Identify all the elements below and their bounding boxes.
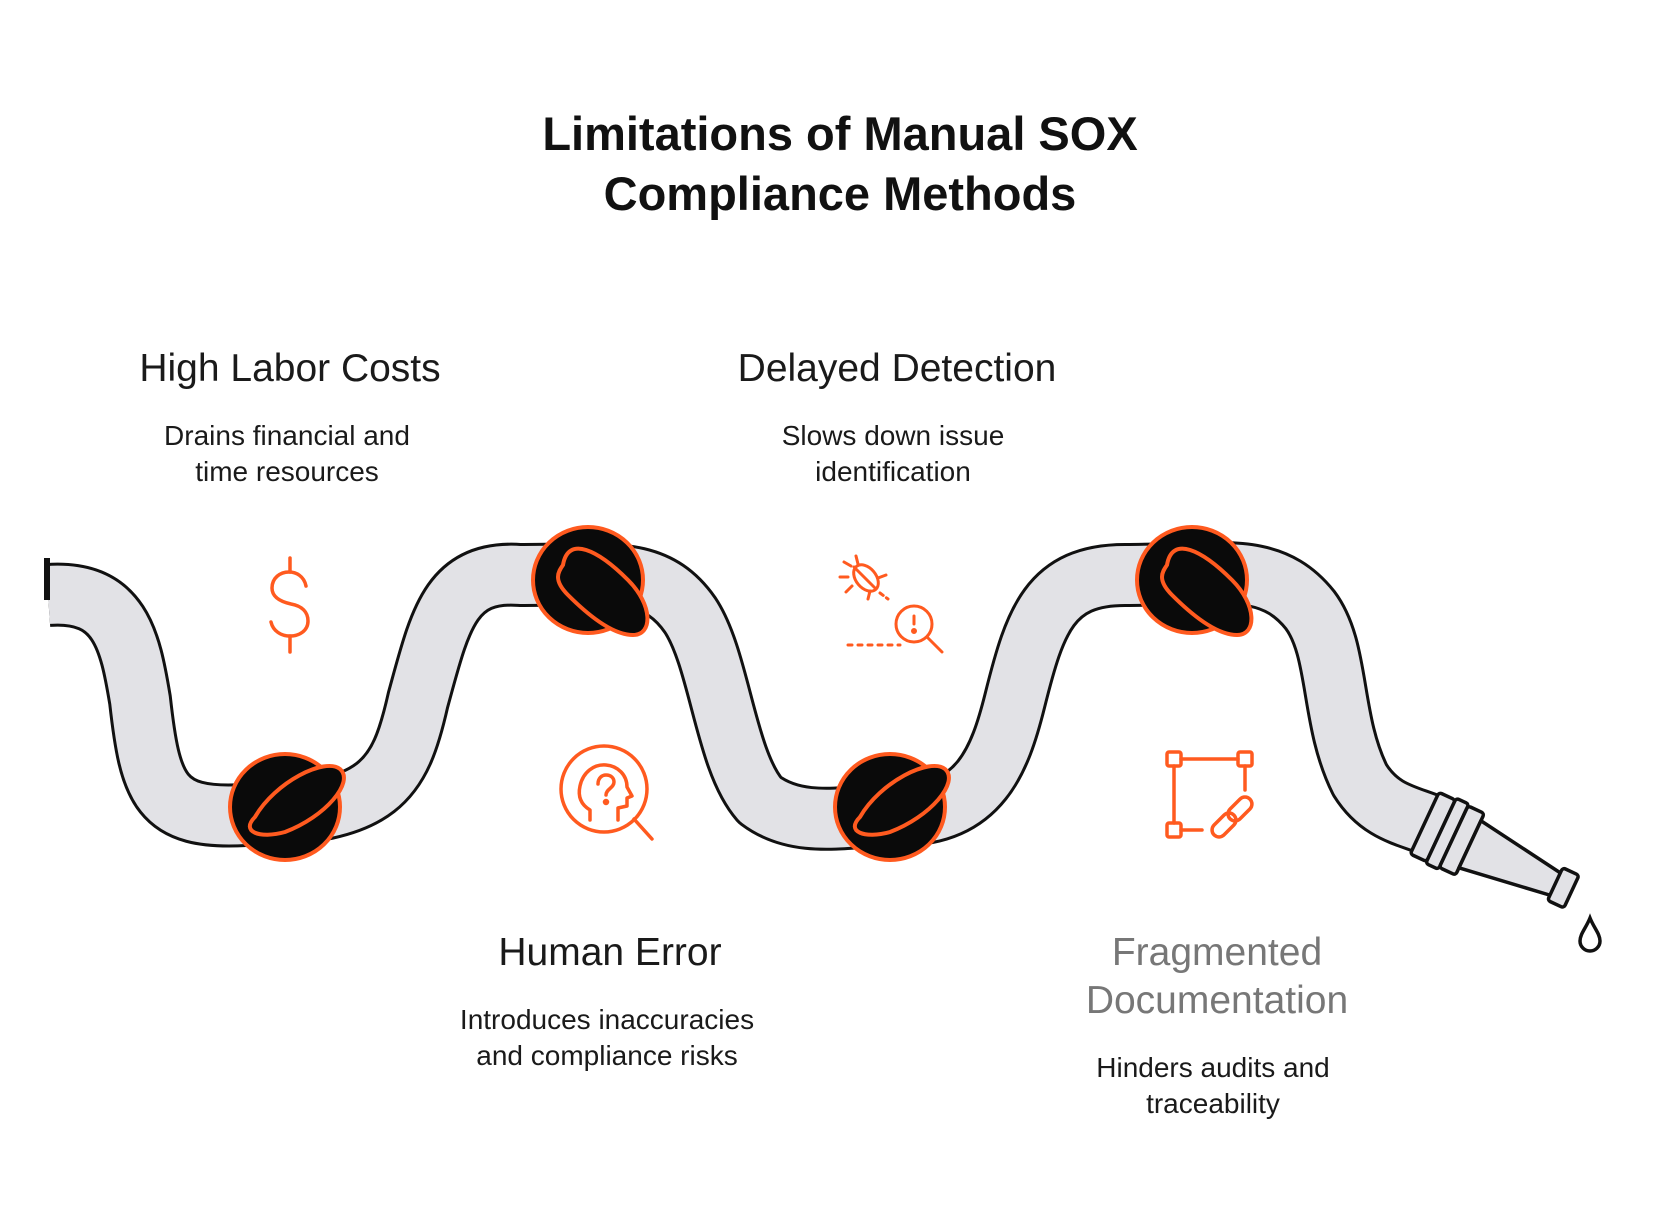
heading-human-error: Human Error xyxy=(498,931,722,974)
linked-nodes-icon xyxy=(1165,750,1254,839)
heading-high-labor-costs: High Labor Costs xyxy=(139,347,441,390)
knot xyxy=(531,525,650,638)
head-question-icon xyxy=(559,744,654,841)
desc-fragmented-documentation: Hinders audits and traceability xyxy=(953,1050,1473,1122)
desc-line: identification xyxy=(815,456,971,487)
bug-search-icon xyxy=(838,554,944,654)
desc-line: Slows down issue xyxy=(781,420,1005,451)
desc-delayed-detection: Slows down issue identification xyxy=(633,418,1153,490)
water-drop-icon xyxy=(1578,913,1602,953)
desc-line: Introduces inaccuracies xyxy=(459,1004,755,1035)
desc-line: and compliance risks xyxy=(476,1040,738,1071)
desc-high-labor-costs: Drains financial and time resources xyxy=(27,418,547,490)
desc-human-error: Introduces inaccuracies and compliance r… xyxy=(347,1002,867,1074)
heading-fragmented-documentation: Fragmented Documentation xyxy=(957,929,1477,1025)
desc-line: traceability xyxy=(1146,1088,1280,1119)
title-line-1: Limitations of Manual SOX xyxy=(542,107,1138,160)
title-line-2: Compliance Methods xyxy=(603,167,1077,220)
heading-line: Documentation xyxy=(1085,979,1349,1022)
knot xyxy=(833,752,951,862)
knot xyxy=(1135,525,1254,638)
nozzle xyxy=(1409,791,1580,909)
knot xyxy=(228,752,346,862)
desc-line: Hinders audits and xyxy=(1096,1052,1330,1083)
page-title: Limitations of Manual SOX Compliance Met… xyxy=(340,104,1340,224)
desc-line: time resources xyxy=(195,456,379,487)
heading-delayed-detection: Delayed Detection xyxy=(737,347,1057,390)
dollar-icon xyxy=(269,556,310,654)
desc-line: Drains financial and xyxy=(164,420,410,451)
heading-line: Fragmented xyxy=(1111,931,1323,974)
